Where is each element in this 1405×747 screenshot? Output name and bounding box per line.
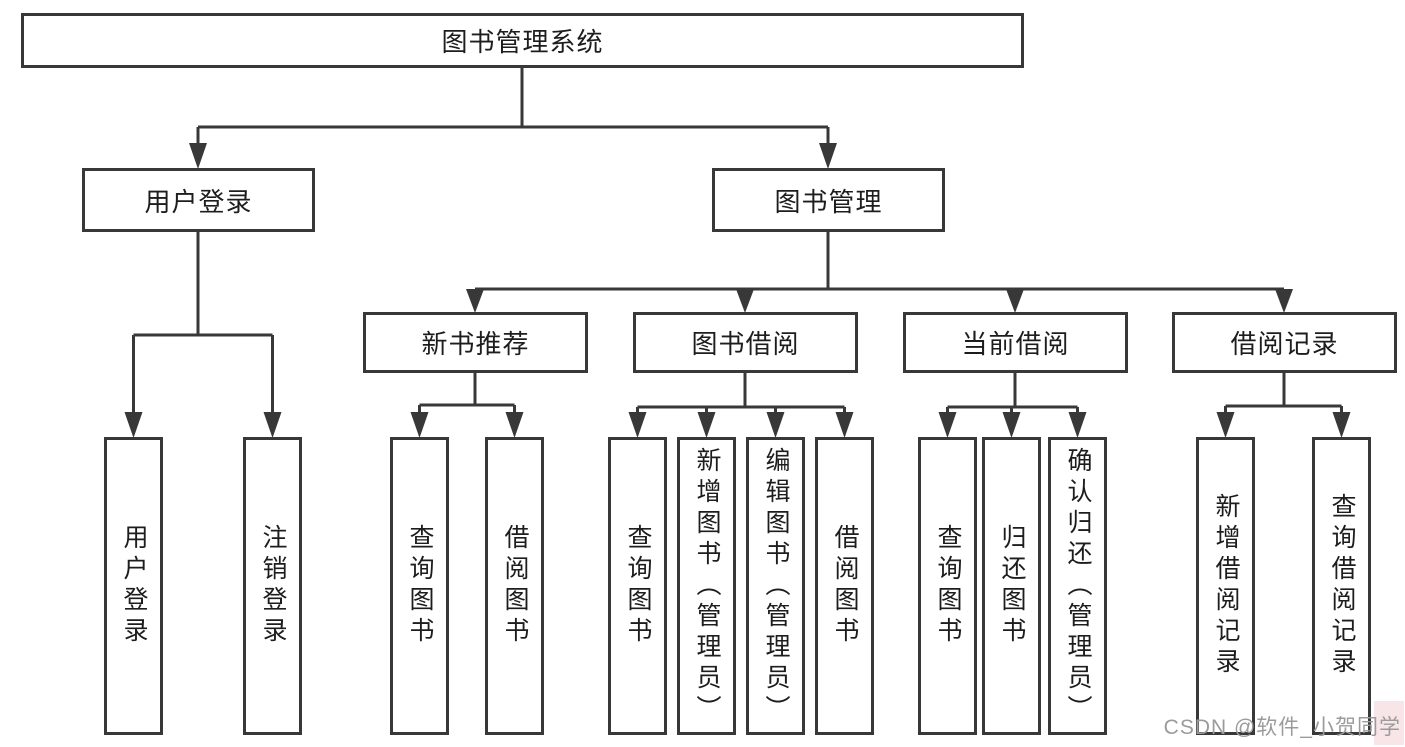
leaf-label: 查询借阅记录 (1328, 493, 1356, 679)
leaf-label: 注销登录 (259, 524, 287, 648)
watermark-pink-chip (1374, 701, 1404, 745)
node-library-system: 图书管理系统 (21, 13, 1024, 68)
leaf-label: 新增图书（管理员） (693, 446, 721, 726)
leaf-label: 借阅图书 (501, 524, 529, 648)
leaf-query-books-1: 查询图书 (390, 437, 449, 735)
node-label: 借阅记录 (1230, 329, 1339, 359)
leaf-label: 查询图书 (624, 524, 652, 648)
node-new-book-recommend: 新书推荐 (363, 312, 588, 373)
leaf-label: 查询图书 (406, 524, 434, 648)
node-label: 图书管理 (774, 186, 883, 217)
leaf-borrow-books-1: 借阅图书 (485, 437, 544, 735)
node-label: 用户登录 (144, 186, 253, 217)
connector-bookmgmt-to-level3 (466, 232, 1293, 313)
leaf-query-books-2: 查询图书 (608, 437, 667, 735)
connector-records-to-leaves (1216, 373, 1351, 438)
leaf-confirm-return-admin: 确认归还（管理员） (1048, 437, 1107, 735)
leaf-user-login: 用户登录 (104, 437, 163, 735)
node-user-login-branch: 用户登录 (82, 168, 315, 232)
leaf-add-borrow-record: 新增借阅记录 (1196, 437, 1255, 735)
watermark-text: CSDN @软件_小贺同学 (1163, 716, 1401, 739)
connector-root-to-level2 (189, 68, 837, 169)
leaf-query-books-3: 查询图书 (918, 437, 977, 735)
node-book-borrowing: 图书借阅 (633, 312, 858, 373)
leaf-label: 编辑图书（管理员） (762, 446, 790, 726)
connector-current-to-leaves (938, 373, 1087, 438)
node-label: 图书管理系统 (441, 27, 604, 57)
connector-userlogin-to-leaves (124, 232, 282, 438)
leaf-label: 归还图书 (998, 524, 1026, 648)
leaf-logout: 注销登录 (243, 437, 302, 735)
node-borrow-records: 借阅记录 (1172, 312, 1397, 373)
leaf-label: 借阅图书 (831, 524, 859, 648)
leaf-label: 确认归还（管理员） (1064, 446, 1092, 726)
leaf-edit-book-admin: 编辑图书（管理员） (746, 437, 805, 735)
leaf-borrow-books-2: 借阅图书 (815, 437, 874, 735)
node-label: 图书借阅 (691, 329, 800, 359)
node-book-management-branch: 图书管理 (712, 168, 945, 232)
leaf-label: 用户登录 (120, 524, 148, 648)
connector-borrow-to-leaves (628, 373, 854, 438)
connector-newbook-to-leaves (410, 373, 524, 438)
leaf-label: 新增借阅记录 (1212, 493, 1240, 679)
leaf-query-borrow-record: 查询借阅记录 (1312, 437, 1371, 735)
leaf-label: 查询图书 (934, 524, 962, 648)
node-label: 新书推荐 (421, 329, 530, 359)
node-current-borrowing: 当前借阅 (903, 312, 1128, 373)
node-label: 当前借阅 (961, 329, 1070, 359)
leaf-return-book: 归还图书 (982, 437, 1041, 735)
leaf-add-book-admin: 新增图书（管理员） (677, 437, 736, 735)
